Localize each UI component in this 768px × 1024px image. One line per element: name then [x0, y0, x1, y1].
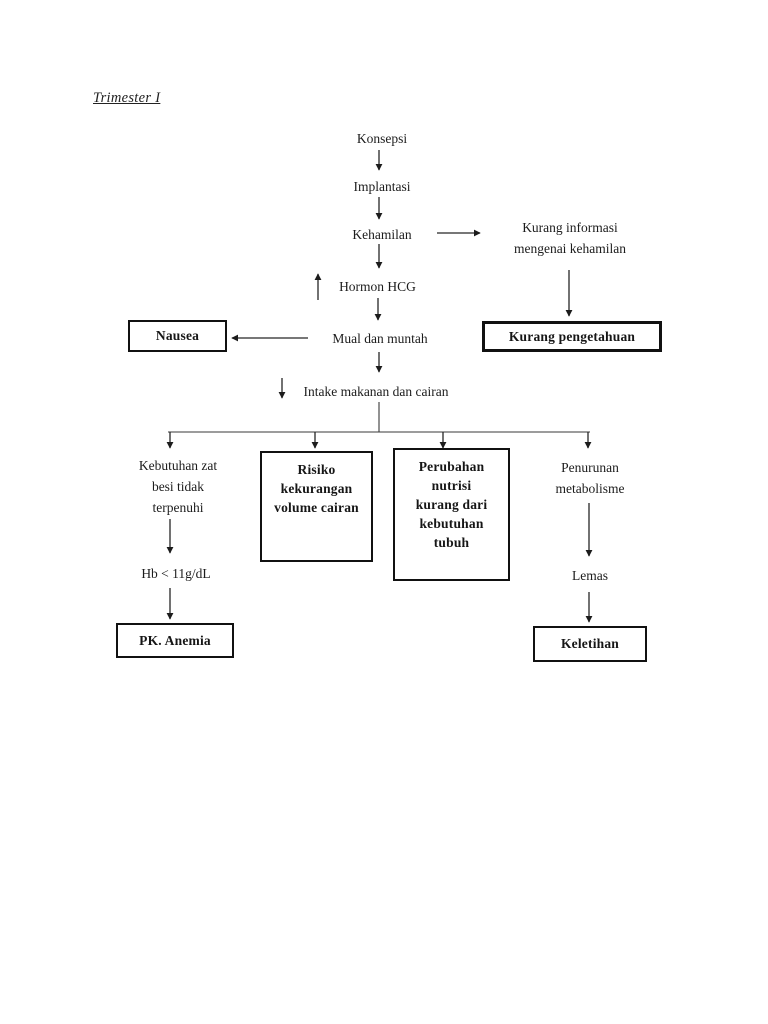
page-title: Trimester I: [93, 90, 161, 106]
outcome-box-kurang-pengetahuan: Kurang pengetahuan: [482, 321, 662, 352]
node-konsepsi: Konsepsi: [356, 131, 408, 146]
risiko-line1: Risiko: [297, 462, 336, 477]
node-kurang-informasi-line2: mengenai kehamilan: [513, 241, 627, 256]
outcome-box-keletihan-label: Keletihan: [560, 636, 620, 651]
perubahan-line3: kurang dari: [415, 497, 488, 512]
node-intake-makanan: Intake makanan dan cairan: [303, 384, 449, 399]
node-kebutuhan-line1: Kebutuhan zat: [138, 458, 218, 473]
node-hormon-hcg: Hormon HCG: [339, 279, 416, 294]
outcome-box-nausea: Nausea: [128, 320, 227, 352]
node-kebutuhan-zat-besi: Kebutuhan zat besi tidak terpenuhi: [130, 455, 226, 518]
node-penurunan-line1: Penurunan: [561, 460, 619, 475]
node-penurunan-metabolisme: Penurunan metabolisme: [540, 457, 640, 499]
node-kurang-informasi-line1: Kurang informasi: [522, 220, 618, 235]
perubahan-line4: kebutuhan: [419, 516, 484, 531]
outcome-box-perubahan-lines: Perubahan nutrisi kurang dari kebutuhan …: [416, 450, 488, 552]
node-kebutuhan-line2: besi tidak: [151, 479, 205, 494]
node-implantasi: Implantasi: [353, 179, 411, 194]
node-penurunan-line2: metabolisme: [555, 481, 625, 496]
node-hb: Hb < 11g/dL: [141, 566, 211, 581]
outcome-box-nausea-label: Nausea: [155, 328, 200, 343]
outcome-box-kurang-pengetahuan-label: Kurang pengetahuan: [508, 328, 636, 344]
node-lemas: Lemas: [572, 568, 608, 583]
node-kehamilan: Kehamilan: [352, 227, 412, 242]
outcome-box-pk-anemia-label: PK. Anemia: [139, 632, 211, 648]
risiko-line3: volume cairan: [274, 500, 359, 515]
outcome-box-risiko-kekurangan-volume-cairan: Risiko kekurangan volume cairan: [260, 451, 373, 562]
perubahan-line1: Perubahan: [418, 459, 485, 474]
outcome-box-pk-anemia: PK. Anemia: [116, 623, 234, 658]
node-kebutuhan-line3: terpenuhi: [152, 500, 204, 515]
perubahan-line5: tubuh: [433, 535, 470, 550]
outcome-box-perubahan-nutrisi: Perubahan nutrisi kurang dari kebutuhan …: [393, 448, 510, 581]
perubahan-line2: nutrisi: [431, 478, 472, 493]
risiko-line2: kekurangan: [280, 481, 353, 496]
node-mual-dan-muntah: Mual dan muntah: [332, 331, 428, 346]
node-kurang-informasi: Kurang informasi mengenai kehamilan: [495, 217, 645, 259]
outcome-box-keletihan: Keletihan: [533, 626, 647, 662]
outcome-box-risiko-lines: Risiko kekurangan volume cairan: [274, 453, 359, 517]
